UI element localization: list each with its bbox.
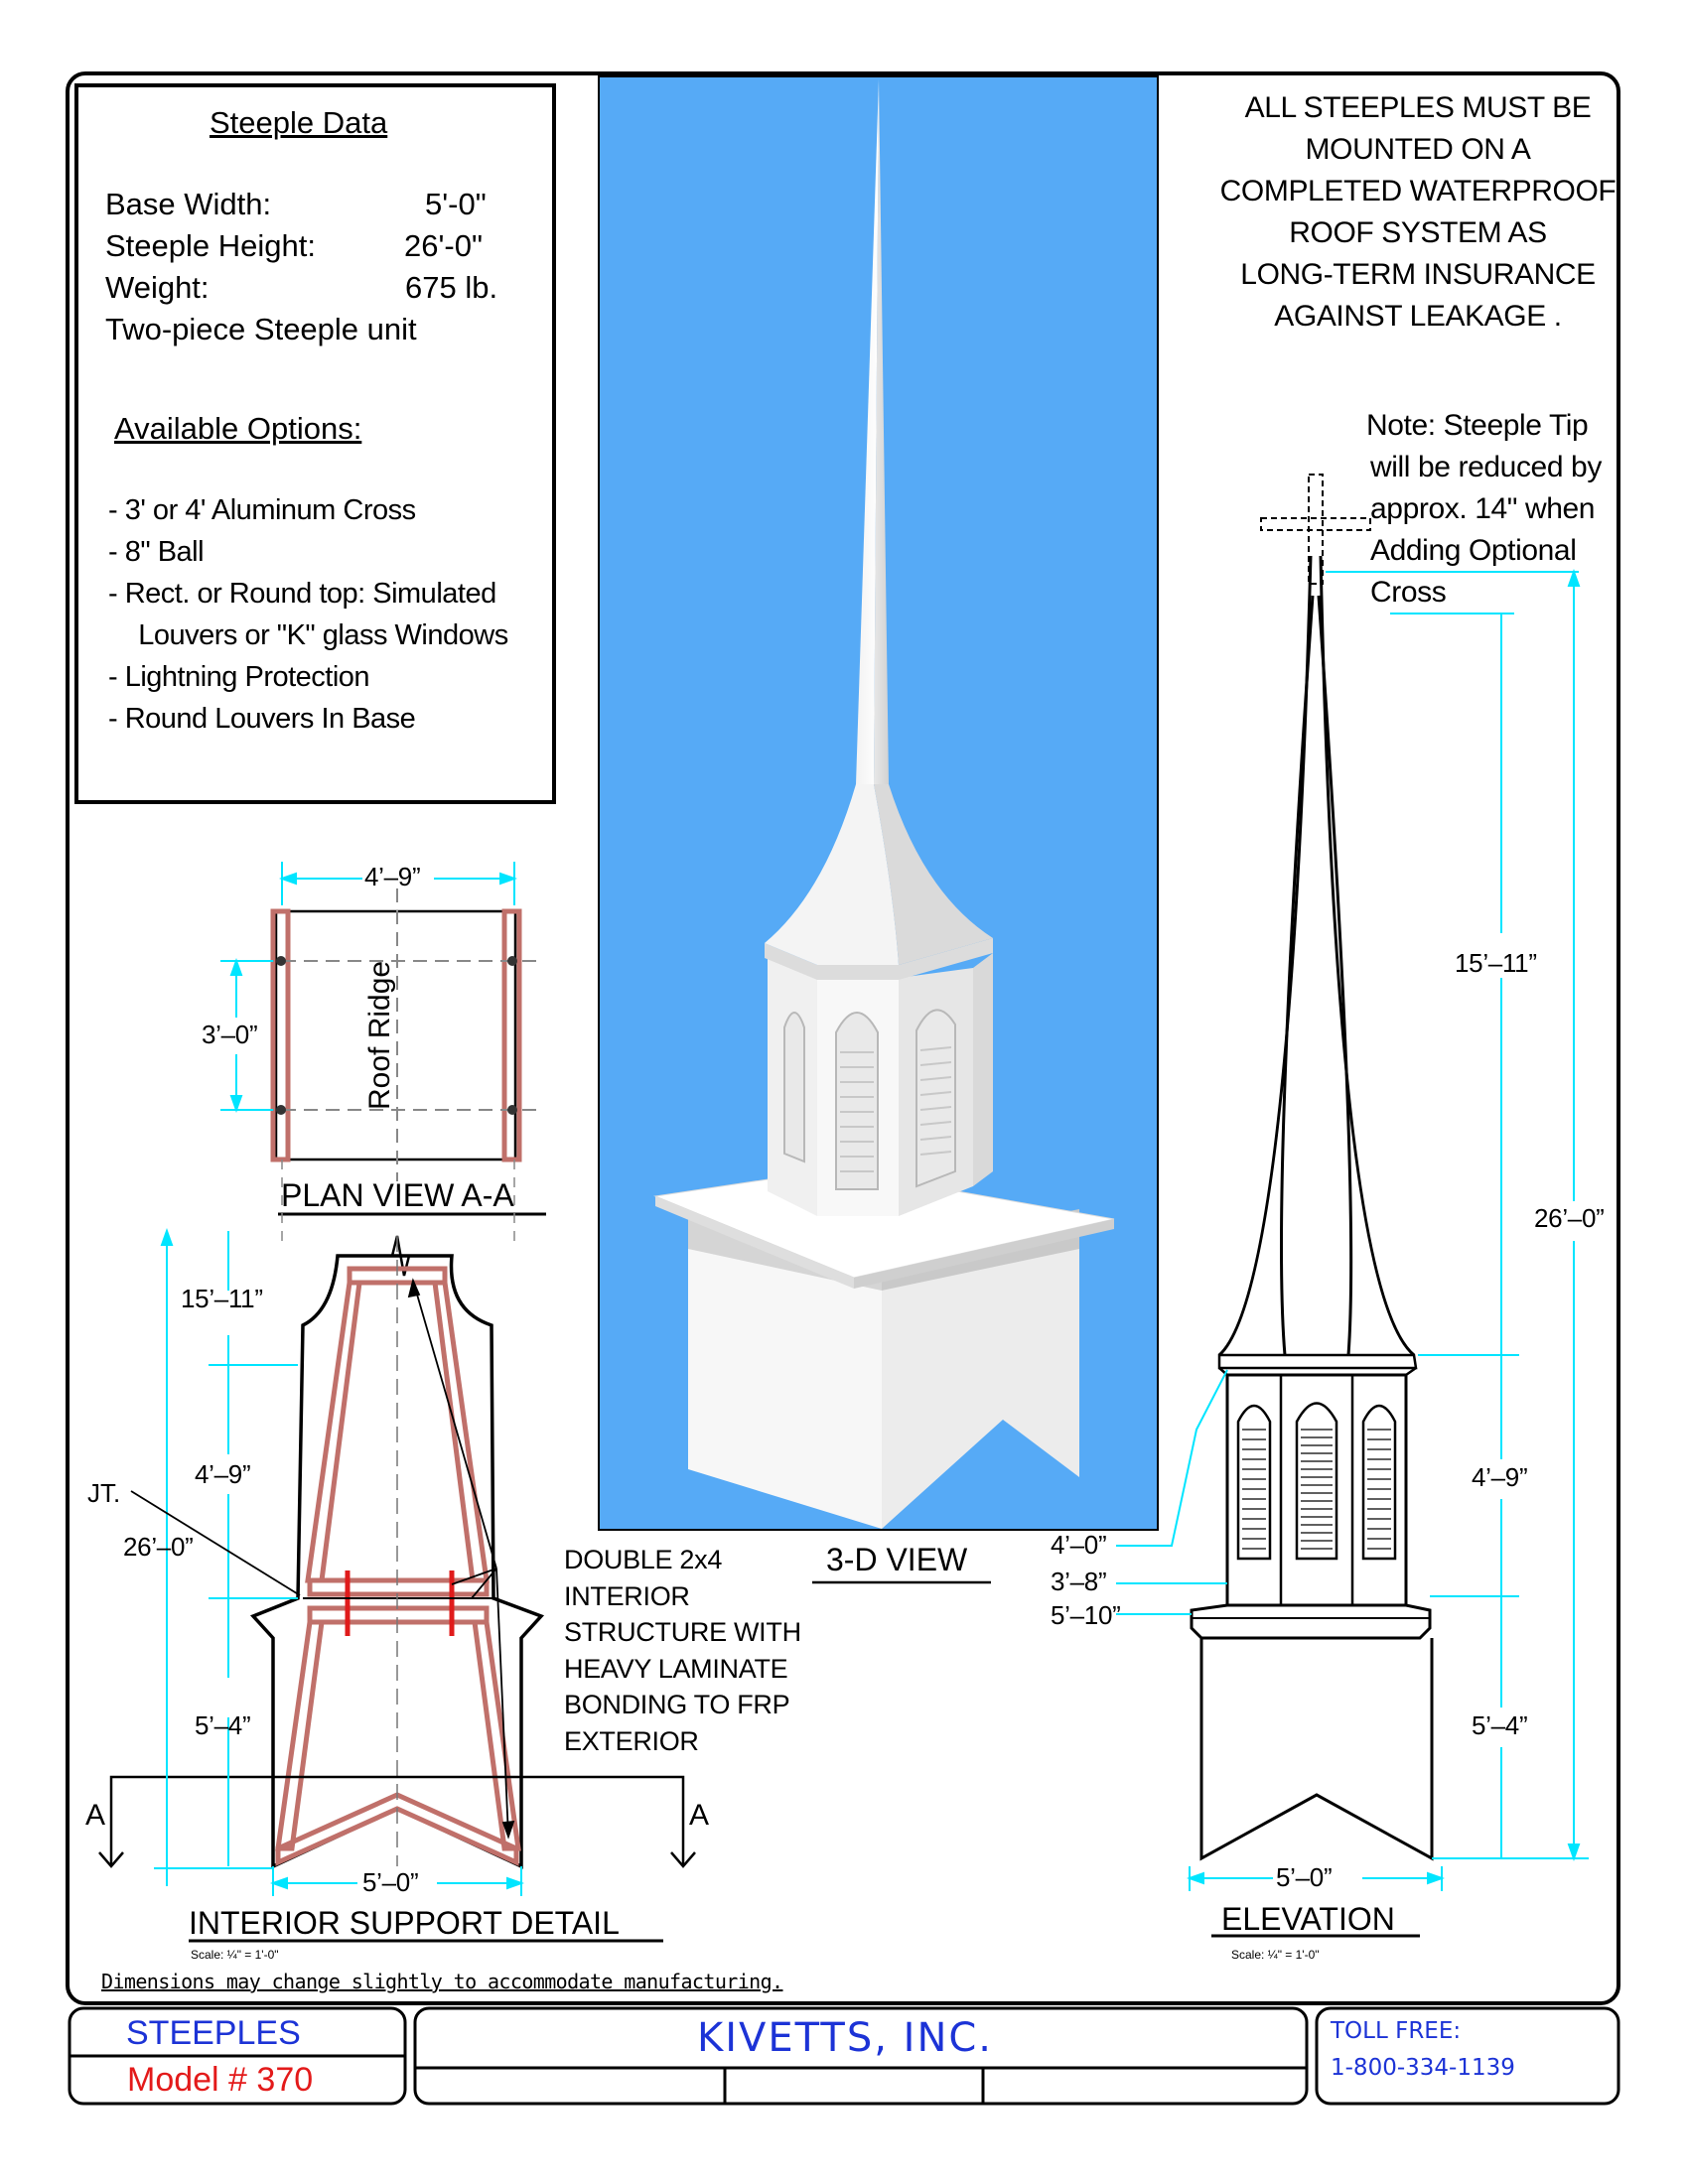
elevation-scale: Scale: ¼" = 1'-0"	[1231, 1948, 1320, 1962]
notice-line: COMPLETED WATERPROOF	[1219, 175, 1617, 207]
note-line: will be reduced by	[1370, 451, 1602, 483]
interior-support-drawing	[98, 1160, 696, 1943]
waterproof-notice: ALL STEEPLES MUST BE MOUNTED ON A COMPLE…	[1199, 87, 1636, 338]
notice-line: AGAINST LEAKAGE .	[1274, 300, 1562, 333]
option-item: - 3' or 4' Aluminum Cross	[108, 494, 416, 526]
sheet-border	[66, 71, 1620, 2005]
view-3d-title: 3-D VIEW	[826, 1542, 968, 1577]
elevation-title: ELEVATION	[1221, 1901, 1395, 1937]
note-line: approx. 14" when	[1370, 492, 1596, 525]
title-block-frame	[68, 2006, 1620, 2106]
option-item: - 8" Ball	[108, 536, 205, 568]
detail-dim-mid: 4’–9”	[195, 1459, 251, 1489]
cross-note: Note: Steeple Tip will be reduced by app…	[1366, 405, 1602, 614]
toll-free-label: TOLL FREE:	[1331, 2018, 1462, 2044]
elev-dim-spire: 15’–11”	[1455, 948, 1537, 978]
interior-detail-title: INTERIOR SUPPORT DETAIL	[189, 1905, 620, 1941]
plan-width-dim: 4’–9”	[364, 862, 421, 891]
framing-callout: DOUBLE 2x4 INTERIOR STRUCTURE WITH HEAVY…	[564, 1542, 801, 1759]
phone-number[interactable]: 1-800-334-1139	[1331, 2055, 1515, 2081]
spec-value-base-width: 5'-0"	[425, 187, 487, 221]
elev-dim-total: 26’–0”	[1534, 1203, 1605, 1233]
spec-label-height: Steeple Height:	[105, 228, 316, 263]
note-line: Note: Steeple Tip	[1366, 409, 1589, 442]
elev-dim-width: 5’–0”	[1276, 1862, 1333, 1892]
callout-line: STRUCTURE WITH	[564, 1617, 801, 1647]
roof-ridge-label: Roof Ridge	[363, 960, 396, 1110]
model-label: Model # 370	[127, 2061, 314, 2099]
spec-value-weight: 675 lb.	[405, 270, 498, 305]
section-mark-right: A	[689, 1799, 710, 1832]
option-item: - Lightning Protection	[108, 661, 370, 693]
callout-line: EXTERIOR	[564, 1725, 699, 1756]
interior-detail-scale: Scale: ¼" = 1'-0"	[191, 1948, 279, 1962]
notice-line: ROOF SYSTEM AS	[1289, 216, 1547, 249]
notice-line: ALL STEEPLES MUST BE	[1244, 91, 1592, 124]
option-item: Louvers or "K" glass Windows	[108, 619, 508, 651]
steeple-3d-render	[653, 79, 1115, 1529]
notice-line: MOUNTED ON A	[1305, 133, 1531, 166]
detail-dim-width: 5’–0”	[362, 1867, 419, 1897]
elevation-drawing	[1116, 474, 1589, 1938]
elev-dim-base: 5’–4”	[1472, 1710, 1528, 1740]
callout-line: HEAVY LAMINATE	[564, 1653, 788, 1684]
unit-note: Two-piece Steeple unit	[105, 312, 417, 346]
joint-label: JT.	[87, 1478, 121, 1508]
elev-dim-w3: 5’–10”	[1051, 1600, 1121, 1630]
disclaimer: Dimensions may change slightly to accomm…	[101, 1970, 783, 1993]
detail-dim-total: 26’–0”	[123, 1532, 194, 1562]
option-item: - Rect. or Round top: Simulated	[108, 578, 496, 610]
category-label: STEEPLES	[126, 2014, 301, 2052]
note-line: Adding Optional	[1370, 534, 1577, 567]
detail-dim-top: 15’–11”	[181, 1284, 263, 1313]
callout-line: DOUBLE 2x4	[564, 1545, 723, 1574]
notice-line: LONG-TERM INSURANCE	[1240, 258, 1596, 291]
plan-view-title: PLAN VIEW A-A	[281, 1177, 514, 1213]
plan-view-drawing	[220, 862, 546, 1216]
spec-label-base-width: Base Width:	[105, 187, 272, 221]
steeple-data-title: Steeple Data	[210, 105, 388, 140]
plan-depth-dim: 3’–0”	[202, 1020, 258, 1049]
elev-dim-w1: 4’–0”	[1051, 1530, 1107, 1560]
spec-label-weight: Weight:	[105, 270, 210, 305]
callout-line: INTERIOR	[564, 1580, 690, 1611]
options-title: Available Options:	[114, 411, 362, 446]
elev-dim-belfry: 4’–9”	[1472, 1462, 1528, 1492]
spec-value-height: 26'-0"	[404, 228, 483, 263]
detail-dim-base: 5’–4”	[195, 1710, 251, 1740]
section-mark-left: A	[85, 1799, 106, 1832]
note-line: Cross	[1370, 576, 1447, 609]
company-name: KIVETTS, INC.	[697, 2015, 994, 2061]
steeple-data-box: Steeple Data Base Width: 5'-0" Steeple H…	[74, 83, 556, 804]
elev-dim-w2: 3’–8”	[1051, 1567, 1107, 1596]
option-item: - Round Louvers In Base	[108, 703, 416, 735]
callout-line: BONDING TO FRP	[564, 1690, 790, 1719]
